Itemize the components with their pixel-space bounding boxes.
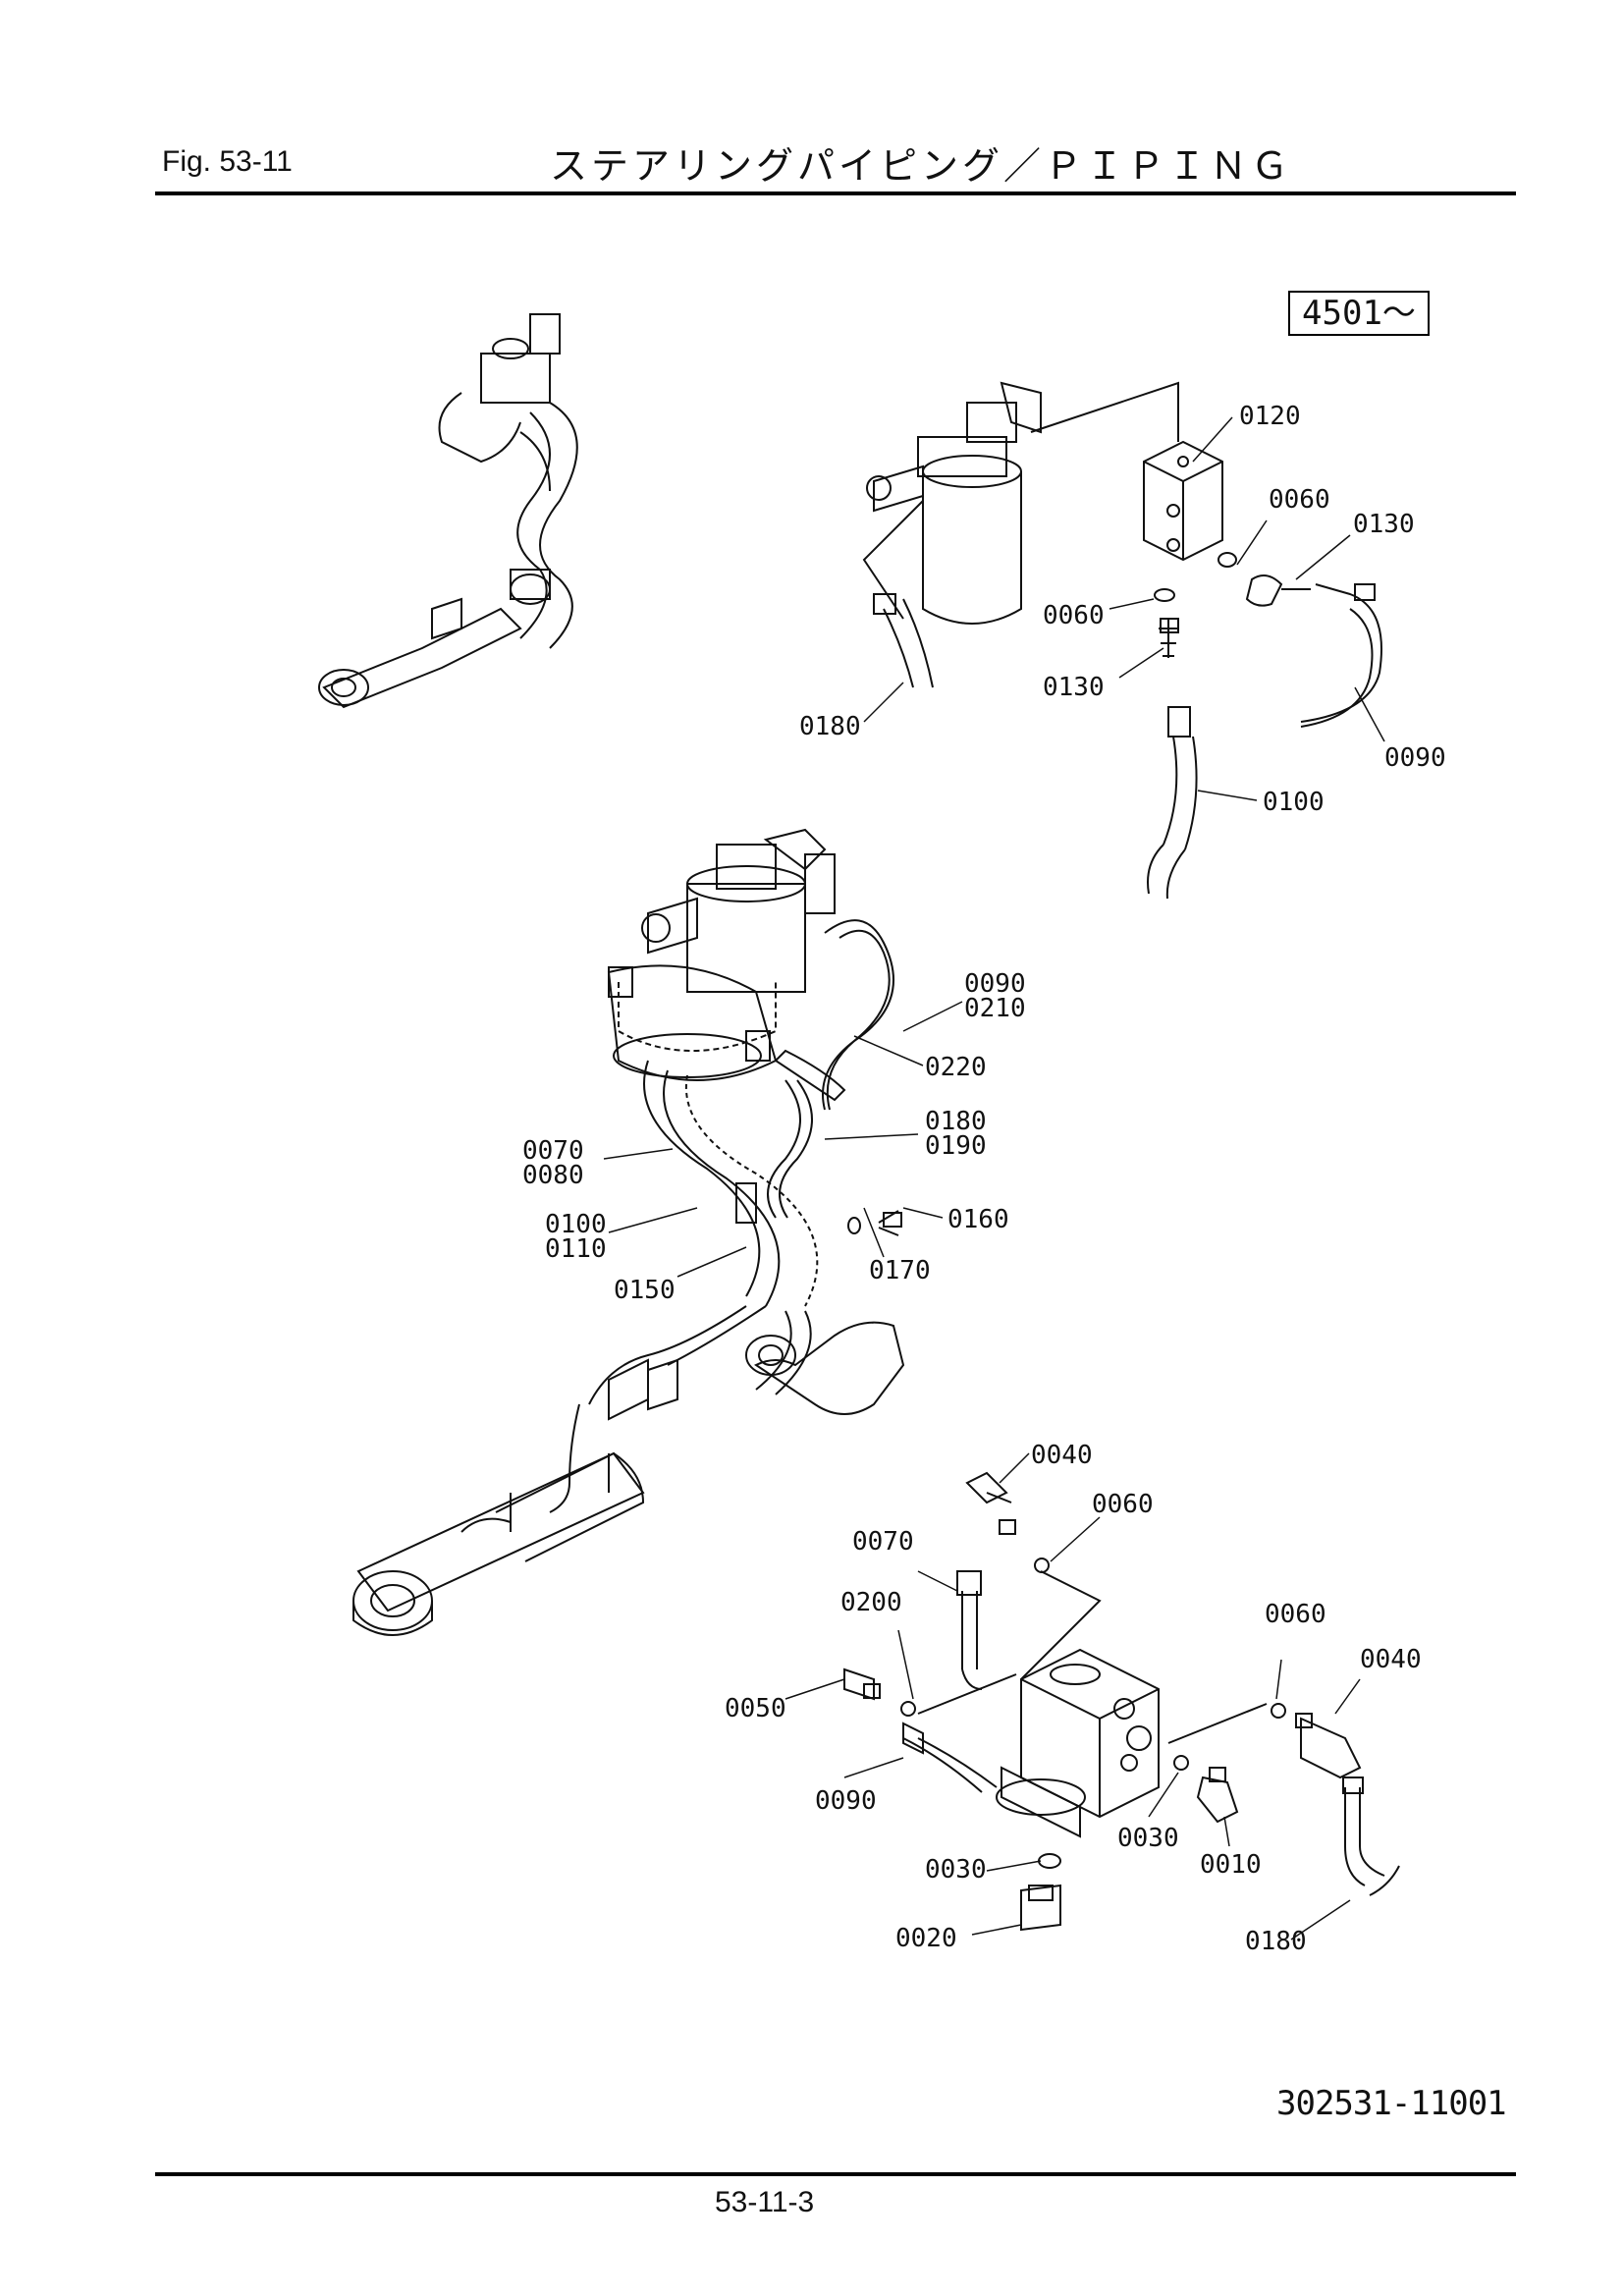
part-label: 0160 — [947, 1205, 1009, 1234]
part-label: 0130 — [1043, 673, 1105, 702]
drawing-number: 302531-11001 — [1276, 2084, 1507, 2123]
part-label: 0070 — [852, 1527, 914, 1557]
overview-drawing — [318, 313, 578, 709]
part-label: 0030 — [1117, 1824, 1179, 1853]
part-label: 0020 — [895, 1924, 957, 1953]
part-label: 0040 — [1031, 1441, 1093, 1470]
part-label: 0210 — [964, 994, 1026, 1023]
part-label: 0050 — [725, 1694, 786, 1723]
page-number: 53-11-3 — [715, 2186, 815, 2218]
part-label: 0130 — [1353, 510, 1415, 539]
part-label: 0060 — [1269, 485, 1330, 515]
part-label: 0040 — [1360, 1645, 1422, 1674]
part-label: 0220 — [925, 1053, 987, 1082]
part-label: 0030 — [925, 1855, 987, 1885]
part-label: 0180 — [1245, 1927, 1307, 1956]
part-label: 0170 — [869, 1256, 931, 1285]
part-label: 0060 — [1043, 601, 1105, 630]
part-label: 0060 — [1265, 1600, 1326, 1629]
part-label: 0120 — [1239, 402, 1301, 431]
part-label: 0070 — [522, 1136, 584, 1166]
part-label: 0180 — [799, 712, 861, 741]
footer-rule — [155, 2172, 1516, 2176]
main-assembly — [352, 828, 905, 1636]
part-label: 0010 — [1200, 1850, 1262, 1880]
figure-number: Fig. 53-11 — [162, 145, 293, 178]
serial-range-box: 4501～ — [1288, 291, 1430, 336]
leader-lines — [603, 416, 1385, 1941]
header-rule — [155, 191, 1516, 195]
filter-block-detail — [862, 381, 1382, 900]
page-title: ステアリングパイピング／ＰＩＰＩＮＧ — [550, 144, 1293, 188]
part-labels: 0120 0060 0130 0060 0130 0180 0090 0100 … — [522, 402, 1446, 1956]
part-label: 0090 — [964, 969, 1026, 999]
part-label: 0190 — [925, 1131, 987, 1161]
part-label: 0110 — [545, 1234, 607, 1264]
part-label: 0080 — [522, 1161, 584, 1190]
part-label: 0180 — [925, 1107, 987, 1136]
part-label: 0100 — [1263, 788, 1325, 817]
part-label: 0090 — [815, 1786, 877, 1816]
part-label: 0200 — [840, 1588, 902, 1617]
part-label: 0150 — [614, 1276, 676, 1305]
part-label: 0090 — [1384, 743, 1446, 773]
part-label: 0060 — [1092, 1490, 1154, 1519]
part-label: 0100 — [545, 1210, 607, 1239]
steering-valve-exploded — [843, 1471, 1400, 1932]
